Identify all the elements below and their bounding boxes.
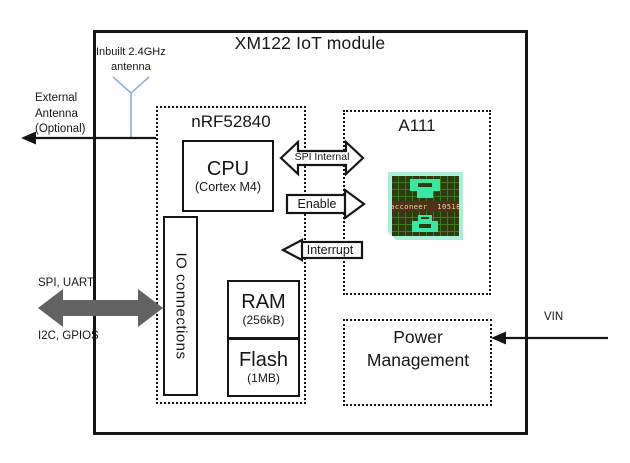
- module-title: XM122 IoT module: [234, 33, 386, 53]
- external-antenna-label-line3: (Optional): [35, 123, 86, 135]
- power-management-box: [343, 319, 492, 406]
- i2c-gpios-label: I2C, GPIOS: [38, 330, 99, 342]
- chip-marking: acconeer 10518: [390, 201, 461, 212]
- memory-box: RAM (256kB) Flash (1MB): [227, 280, 300, 397]
- cpu-label: CPU: [206, 157, 250, 180]
- enable-arrow-label: Enable: [297, 197, 337, 211]
- chip-corner-artifact: [388, 232, 396, 240]
- ram-sublabel: (256kB): [242, 313, 285, 328]
- enable-arrow: [285, 187, 366, 221]
- inbuilt-antenna-label-line2: antenna: [111, 61, 151, 73]
- interrupt-arrow: [280, 238, 364, 262]
- chip-antenna-patch-top: [410, 179, 440, 191]
- ram-flash-divider: [229, 337, 298, 340]
- spi-internal-arrow: [279, 139, 365, 177]
- external-antenna-label-line1: External: [35, 92, 78, 104]
- nrf52840-label: nRF52840: [191, 112, 271, 131]
- flash-label: Flash: [239, 348, 288, 371]
- interrupt-arrow-label: Interrupt: [306, 243, 354, 257]
- spi-internal-arrow-label: SPI Internal: [294, 151, 350, 163]
- external-antenna-label-line2: Antenna: [35, 107, 78, 120]
- chip-antenna-patch-bottom-stem: [418, 215, 432, 221]
- chip-antenna-patch-bottom: [412, 221, 438, 232]
- inbuilt-antenna-label-line1: Inbuilt 2.4GHz: [96, 46, 166, 58]
- power-management-label: Power Management: [366, 327, 470, 370]
- a111-label: A111: [398, 116, 436, 135]
- inbuilt-antenna-icon: [112, 76, 150, 138]
- io-connections-box: IO connections: [163, 216, 198, 396]
- cpu-sublabel: (Cortex M4): [195, 179, 261, 194]
- ram-label: RAM: [241, 291, 286, 314]
- spi-uart-label: SPI, UART: [38, 277, 95, 289]
- chip-antenna-patch-top-stem: [417, 191, 433, 198]
- external-antenna-arrow: [21, 131, 156, 145]
- a111-chip-photo: acconeer 10518: [388, 172, 463, 240]
- chip-pcb: acconeer 10518: [390, 176, 461, 236]
- ram-box: RAM (256kB): [229, 282, 298, 337]
- flash-box: Flash (1MB): [229, 340, 298, 395]
- external-antenna-label: External Antenna (Optional): [35, 91, 86, 138]
- vin-label: VIN: [544, 311, 564, 323]
- cpu-box: CPU (Cortex M4): [182, 140, 274, 212]
- vin-arrow: [491, 331, 608, 345]
- flash-sublabel: (1MB): [247, 370, 280, 385]
- bus-double-arrow: [38, 289, 163, 327]
